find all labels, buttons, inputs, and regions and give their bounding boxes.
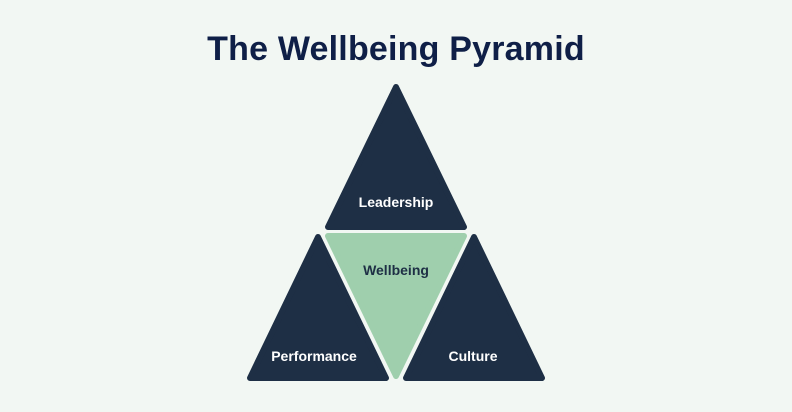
diagram-title: The Wellbeing Pyramid <box>207 30 585 68</box>
right-triangle <box>403 234 545 381</box>
culture-label: Culture <box>449 348 498 364</box>
wellbeing-label: Wellbeing <box>363 262 429 278</box>
center-triangle <box>325 233 467 379</box>
left-triangle <box>247 234 389 381</box>
performance-label: Performance <box>271 348 357 364</box>
top-triangle <box>325 84 467 230</box>
leadership-label: Leadership <box>359 194 434 210</box>
